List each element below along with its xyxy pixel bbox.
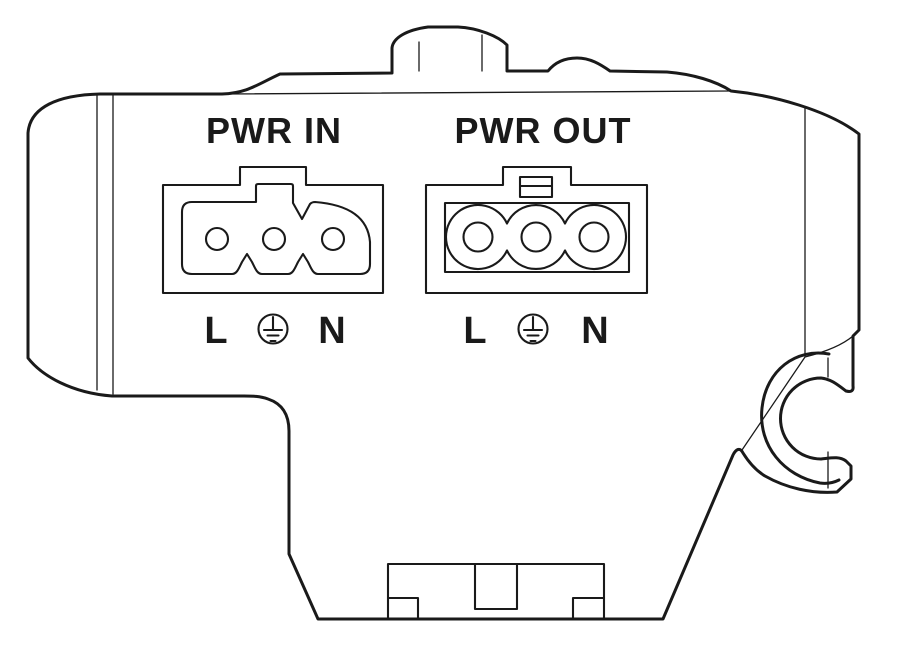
pwr-out-latch-window [518,175,554,199]
earth-icon-circle [257,313,289,345]
pwr-out-connector: PWR OUT L N [424,110,649,352]
pwr-out-trilobe-outline [445,203,627,271]
pwr-in-label-n: N [318,310,345,352]
pwr-in-label-l: L [204,310,227,352]
bottom-mount-block [386,562,606,620]
pwr-in-title: PWR IN [206,110,342,151]
clip-body-edge-line [741,335,854,451]
pwr-in-connector: PWR IN L N [161,110,385,352]
pwr-out-title: PWR OUT [455,110,632,151]
protective-earth-icon [517,313,549,345]
pwr-in-pin-hole-ground [261,226,287,252]
earth-icon-circle [517,313,549,345]
pwr-in-pin-hole-n [320,226,346,252]
pwr-in-socket-frame [161,165,385,295]
earth-icon-glyph [262,315,284,343]
earth-icon-glyph [522,315,544,343]
pwr-out-socket-frame [424,165,649,295]
device-body-outline [26,25,861,621]
bottom-mount-slot-center [473,562,519,611]
bottom-mount-foot-left [386,596,420,620]
device-body [26,25,861,621]
protective-earth-icon [257,313,289,345]
bottom-mount-foot-right [571,596,606,620]
pwr-in-pin-hole-l [204,226,230,252]
pwr-out-pin-hole-n [578,221,610,253]
pwr-out-label-n: N [581,310,608,352]
device-top-edge-line [221,90,731,95]
pwr-out-label-l: L [463,310,486,352]
pwr-in-socket-cavity [180,182,372,276]
pwr-out-cavity-rect [443,201,631,274]
pwr-out-pin-hole-l [462,221,494,253]
pwr-out-pin-hole-ground [520,221,552,253]
